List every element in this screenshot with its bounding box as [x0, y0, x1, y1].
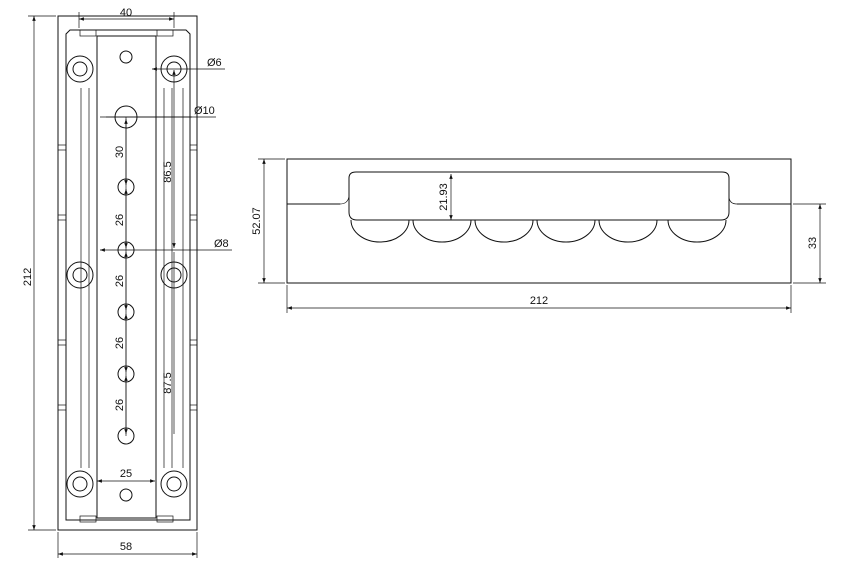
- dim-overall-height: 212: [22, 268, 34, 286]
- top-view-frame: [65, 29, 191, 521]
- dim-rail-height: 33: [807, 237, 819, 249]
- dim-hole-small: Ø6: [207, 57, 222, 69]
- side-cavities: [350, 219, 727, 243]
- center-channel: [96, 35, 157, 519]
- top-view-outline: [57, 15, 198, 531]
- dim-side-length: 212: [530, 295, 548, 307]
- dim-hole-large: Ø10: [194, 105, 215, 117]
- side-view-outline: [286, 158, 792, 284]
- frame-notches: [58, 144, 197, 411]
- dim-pitch-5: 26: [114, 399, 126, 411]
- dim-bottom-inner: 25: [120, 468, 132, 480]
- dim-pitch-first: 30: [114, 146, 126, 158]
- dim-upper-span: 86.5: [162, 161, 174, 182]
- dim-side-height: 52.07: [251, 207, 263, 235]
- dim-overall-width: 58: [120, 541, 132, 553]
- top-view: 30 26 26 26 26 86.5 87.5 Ø6 Ø10 Ø8 40 25…: [22, 7, 232, 558]
- mounting-holes: [66, 50, 188, 502]
- dim-pitch-4: 26: [114, 337, 126, 349]
- side-view: 21.93 52.07 33 212: [251, 158, 826, 313]
- dim-hole-mid: Ø8: [214, 238, 229, 250]
- side-pocket: [348, 171, 730, 221]
- dim-pitch-2: 26: [114, 214, 126, 226]
- dim-lower-span: 87.5: [162, 372, 174, 393]
- dim-pocket-depth: 21.93: [438, 183, 450, 211]
- dim-pitch-3: 26: [114, 275, 126, 287]
- dim-width-inner: 40: [120, 7, 132, 19]
